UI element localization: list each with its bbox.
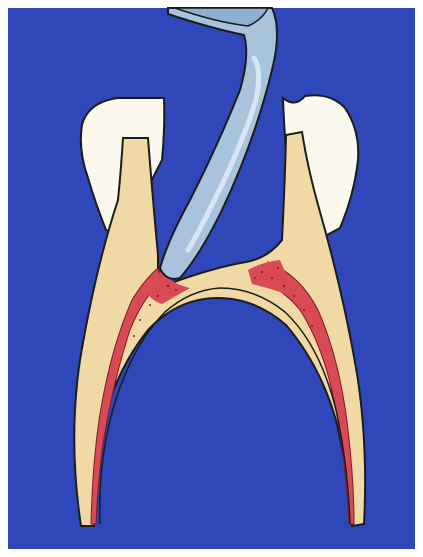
page	[0, 0, 423, 557]
tooth-illustration	[0, 0, 423, 557]
